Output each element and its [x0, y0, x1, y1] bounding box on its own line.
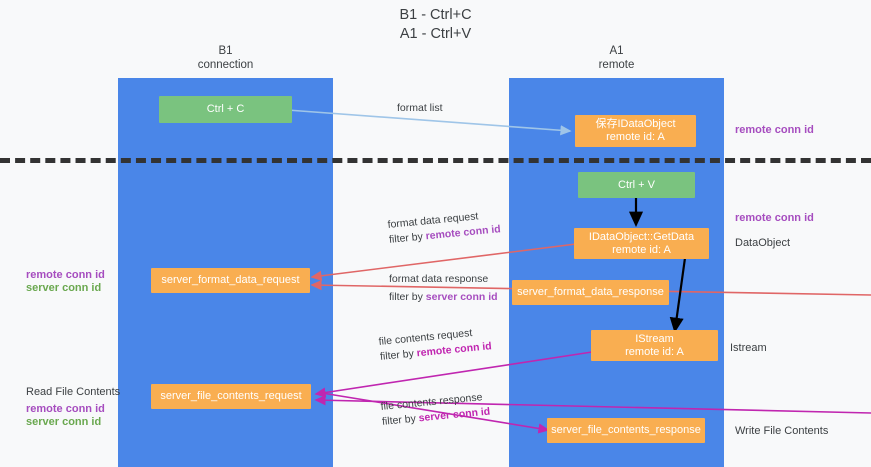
edge-label-format-data-response-title: format data response [389, 273, 489, 285]
column-header-a1: A1 remote [509, 45, 724, 72]
annotation-remote-conn-id-top: remote conn id [735, 124, 814, 136]
diagram-title: B1 - Ctrl+C A1 - Ctrl+V [0, 6, 871, 44]
box-server-file-contents-response[interactable]: server_file_contents_response [547, 418, 705, 443]
annotation-left-remote-conn-id-bottom: remote conn id [26, 403, 105, 415]
annotation-left-remote-conn-id-mid: remote conn id [26, 269, 105, 281]
box-ctrl-v[interactable]: Ctrl + V [578, 172, 695, 198]
box-server-format-data-response[interactable]: server_format_data_response [512, 280, 669, 305]
column-header-a1-name: A1 [609, 45, 624, 57]
diagram-title-line-1: B1 - Ctrl+C [399, 7, 472, 23]
box-save-idataobject-line-1: 保存IDataObject [595, 118, 676, 130]
box-server-format-data-request[interactable]: server_format_data_request [151, 268, 310, 293]
box-istream-line-2: remote id: A [625, 345, 684, 358]
filter-prefix: filter by [379, 346, 418, 363]
box-server-file-contents-response-label: server_file_contents_response [551, 424, 701, 436]
annotation-write-file-contents: Write File Contents [735, 425, 829, 437]
box-ctrl-c[interactable]: Ctrl + C [159, 96, 292, 123]
annotation-dataobject: DataObject [735, 237, 791, 249]
edge-label-format-list: format list [397, 102, 443, 114]
column-header-b1: B1 connection [118, 45, 333, 72]
filter-prefix: filter by [388, 229, 427, 246]
phase-divider [0, 158, 871, 163]
box-save-idataobject[interactable]: 保存IDataObject remote id: A [575, 115, 696, 147]
annotation-left-server-conn-id-mid: server conn id [26, 282, 102, 294]
box-istream[interactable]: IStream remote id: A [591, 330, 718, 361]
box-istream-line-1: IStream [635, 332, 674, 345]
filter-prefix: filter by [389, 290, 426, 303]
annotation-left-server-conn-id-bottom: server conn id [26, 416, 102, 428]
edge-label-format-data-response-filter: filter by server conn id [389, 290, 498, 305]
annotation-istream: Istream [730, 342, 767, 354]
annotation-read-file-contents: Read File Contents [26, 386, 121, 398]
box-ctrl-c-label: Ctrl + C [206, 103, 245, 115]
edge-label-format-data-response: format data response filter by server co… [389, 272, 498, 304]
box-server-file-contents-request[interactable]: server_file_contents_request [151, 384, 311, 409]
edge-label-format-data-request: format data request filter by remote con… [387, 207, 501, 247]
column-header-b1-name: B1 [218, 45, 233, 57]
column-header-a1-sub: remote [598, 58, 635, 71]
box-save-idataobject-line-2: remote id: A [606, 131, 665, 143]
box-idataobject-getdata-line-2: remote id: A [612, 243, 671, 256]
box-ctrl-v-label: Ctrl + V [618, 178, 655, 191]
edge-label-file-contents-request: file contents request filter by remote c… [378, 324, 492, 364]
diagram-title-line-2: A1 - Ctrl+V [399, 26, 472, 42]
box-idataobject-getdata-line-1: IDataObject::GetData [588, 230, 695, 243]
box-server-format-data-request-label: server_format_data_request [161, 274, 300, 286]
edge-label-file-contents-response: file contents response filter by server … [380, 390, 491, 429]
box-idataobject-getdata[interactable]: IDataObject::GetData remote id: A [574, 228, 709, 259]
box-server-file-contents-request-label: server_file_contents_request [160, 390, 302, 402]
annotation-remote-conn-id-mid: remote conn id [735, 212, 814, 224]
column-header-b1-sub: connection [197, 58, 254, 71]
filter-key-server-conn-id: server conn id [425, 290, 498, 303]
filter-prefix: filter by [381, 411, 420, 428]
box-server-format-data-response-label: server_format_data_response [517, 286, 664, 298]
